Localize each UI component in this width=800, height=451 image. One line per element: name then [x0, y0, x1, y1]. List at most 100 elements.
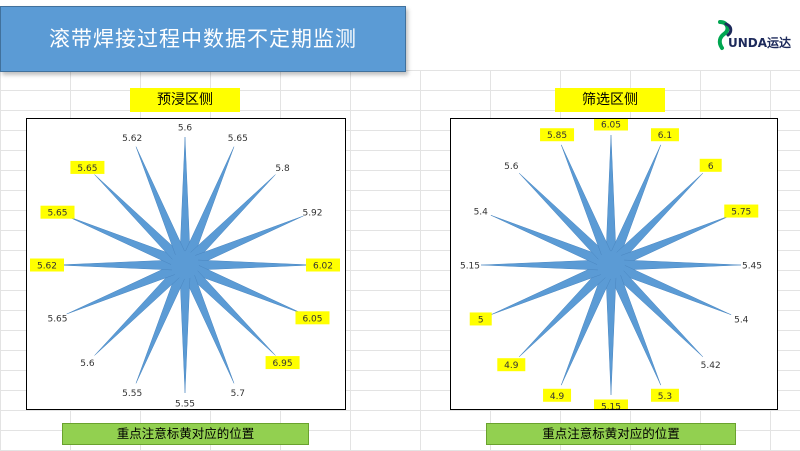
right-spoke-6 — [606, 260, 704, 358]
right-data-label-text-12: 5.15 — [460, 262, 480, 272]
right-note-bar: 重点注意标黄对应的位置 — [486, 423, 736, 445]
left-data-label-9: 5.55 — [122, 389, 142, 399]
left-spoke-6 — [180, 260, 276, 356]
left-data-label-text-2: 5.8 — [275, 164, 290, 174]
right-data-label-9: 4.9 — [543, 388, 572, 402]
right-data-label-text-4: 5.45 — [742, 262, 762, 272]
left-data-label-text-8: 5.55 — [175, 400, 195, 410]
left-star-chart: 5.6 5.65 5.8 5.92 6.02 6.05 6.95 5.7 5.55 5.55 5.6… — [30, 124, 340, 410]
right-center-hub — [597, 251, 625, 279]
left-center-hub — [171, 251, 199, 279]
logo-text: UNDA运达 — [728, 36, 792, 50]
right-data-label-text-5: 5.4 — [734, 315, 749, 325]
right-spoke-14 — [518, 172, 616, 270]
left-data-label-3: 5.92 — [302, 209, 322, 219]
right-spoke-10 — [518, 260, 616, 358]
left-spoke-10 — [94, 260, 190, 356]
right-star-chart: 6.05 6.1 6 5.75 5.45 5.4 5.42 5.3 5.15 4.9 4.9 5 5.1… — [460, 119, 762, 410]
right-data-label-text-3: 5.75 — [731, 208, 751, 218]
left-data-label-13: 5.65 — [40, 205, 75, 219]
left-highlight-5 — [295, 311, 330, 325]
right-data-label-0: 6.05 — [594, 119, 628, 131]
left-data-label-1: 5.65 — [228, 134, 248, 144]
right-data-label-4: 5.45 — [742, 262, 762, 272]
left-data-label-15: 5.62 — [122, 134, 142, 144]
left-data-label-text-9: 5.55 — [122, 389, 142, 399]
right-data-label-1: 6.1 — [650, 128, 679, 142]
title-banner: 滚带焊接过程中数据不定期监测 — [0, 6, 406, 72]
right-data-label-text-1: 6.1 — [658, 131, 672, 141]
left-data-label-4: 6.02 — [306, 258, 340, 272]
left-data-label-text-15: 5.62 — [122, 134, 142, 144]
right-data-label-14: 5.6 — [504, 162, 519, 172]
right-highlight-8 — [594, 399, 628, 409]
right-highlight-3 — [724, 204, 759, 218]
left-data-label-text-11: 5.65 — [47, 314, 67, 324]
left-data-label-text-0: 5.6 — [178, 124, 193, 134]
company-logo-icon — [717, 20, 733, 50]
right-data-label-12: 5.15 — [460, 262, 480, 272]
left-section-label: 预浸区侧 — [130, 88, 240, 112]
right-data-label-text-11: 5 — [478, 315, 484, 325]
left-data-label-11: 5.65 — [47, 314, 67, 324]
right-data-label-text-7: 5.3 — [658, 392, 672, 402]
right-data-label-13: 5.4 — [474, 208, 489, 218]
right-data-label-text-8: 5.15 — [601, 403, 621, 410]
left-data-label-text-5: 6.05 — [302, 314, 322, 324]
right-data-label-8: 5.15 — [594, 399, 628, 410]
right-data-label-text-6: 5.42 — [701, 361, 721, 371]
right-data-label-11: 5 — [469, 312, 492, 326]
right-data-label-15: 5.85 — [540, 128, 575, 142]
left-data-label-text-6: 6.95 — [273, 359, 293, 369]
right-highlight-7 — [650, 388, 679, 402]
left-star-chart-frame: 5.6 5.65 5.8 5.92 6.02 6.05 6.95 5.7 5.55 5.55 5.6… — [26, 118, 346, 410]
left-data-label-0: 5.6 — [178, 124, 193, 134]
right-highlight-11 — [469, 312, 492, 326]
right-data-label-text-0: 6.05 — [601, 121, 621, 131]
left-highlight-13 — [40, 205, 75, 219]
right-spoke-2 — [606, 172, 704, 270]
left-data-label-2: 5.8 — [275, 164, 290, 174]
right-data-label-text-2: 6 — [708, 162, 714, 172]
right-data-label-text-9: 4.9 — [550, 392, 565, 402]
right-highlight-15 — [540, 128, 575, 142]
right-highlight-0 — [594, 119, 628, 131]
left-data-label-7: 5.7 — [231, 389, 245, 399]
left-data-label-text-14: 5.65 — [77, 164, 97, 174]
left-spoke-2 — [180, 174, 276, 270]
right-data-label-text-15: 5.85 — [547, 131, 567, 141]
left-data-label-text-13: 5.65 — [47, 209, 67, 219]
right-data-label-text-13: 5.4 — [474, 208, 489, 218]
left-spoke-14 — [94, 174, 190, 270]
left-data-label-14: 5.65 — [70, 160, 105, 174]
right-section-label: 筛选区侧 — [555, 88, 665, 112]
left-data-label-text-12: 5.62 — [37, 262, 57, 272]
right-highlight-1 — [650, 128, 679, 142]
right-highlight-10 — [497, 358, 526, 372]
right-data-label-6: 5.42 — [701, 361, 721, 371]
page-title: 滚带焊接过程中数据不定期监测 — [49, 27, 357, 51]
left-data-label-6: 6.95 — [265, 356, 300, 370]
left-highlight-4 — [306, 258, 340, 272]
left-data-label-text-3: 5.92 — [302, 209, 322, 219]
left-data-label-10: 5.6 — [80, 359, 95, 369]
left-data-label-text-10: 5.6 — [80, 359, 95, 369]
right-data-label-5: 5.4 — [734, 315, 749, 325]
left-highlight-6 — [265, 356, 300, 370]
right-highlight-9 — [543, 388, 572, 402]
right-highlight-2 — [699, 158, 722, 172]
right-data-label-3: 5.75 — [724, 204, 759, 218]
right-data-label-10: 4.9 — [497, 358, 526, 372]
left-data-label-text-4: 6.02 — [313, 262, 333, 272]
right-data-label-2: 6 — [699, 158, 722, 172]
left-data-label-text-7: 5.7 — [231, 389, 245, 399]
right-data-label-text-10: 4.9 — [504, 361, 519, 371]
left-highlight-14 — [70, 160, 105, 174]
left-highlight-12 — [30, 258, 64, 272]
right-data-label-text-14: 5.6 — [504, 162, 519, 172]
right-star-chart-frame: 6.05 6.1 6 5.75 5.45 5.4 5.42 5.3 5.15 4.9 4.9 5 5.1… — [450, 118, 778, 410]
left-note-bar: 重点注意标黄对应的位置 — [62, 423, 309, 445]
left-data-label-5: 6.05 — [295, 311, 330, 325]
left-data-label-text-1: 5.65 — [228, 134, 248, 144]
left-data-label-8: 5.55 — [175, 400, 195, 410]
